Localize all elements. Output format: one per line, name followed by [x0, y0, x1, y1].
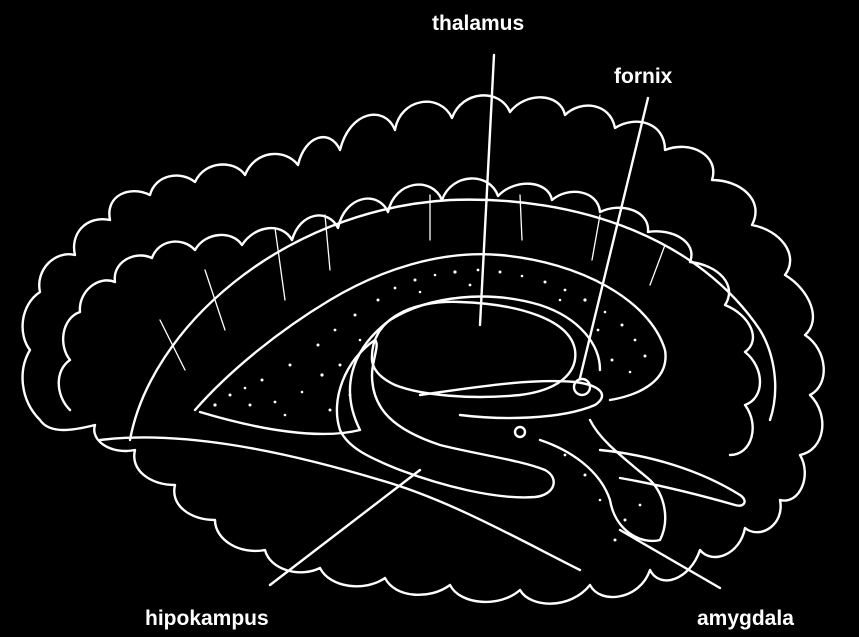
thalamus-outline	[372, 302, 575, 397]
cortex-outline	[23, 95, 824, 603]
stipple-texture	[213, 269, 646, 542]
amygdala-region	[540, 420, 665, 541]
label-hipokampus: hipokampus	[145, 607, 269, 630]
hipokampus-leader	[270, 470, 420, 585]
cortex-inner-contour	[59, 178, 760, 455]
label-fornix: fornix	[614, 65, 673, 88]
label-amygdala: amygdala	[697, 607, 794, 630]
temporal-lower	[100, 437, 580, 570]
mammillary-node	[515, 427, 525, 437]
brainstem	[600, 450, 745, 506]
fornix-node	[574, 379, 590, 395]
label-thalamus: thalamus	[432, 12, 524, 35]
fornix-leader	[580, 98, 648, 378]
